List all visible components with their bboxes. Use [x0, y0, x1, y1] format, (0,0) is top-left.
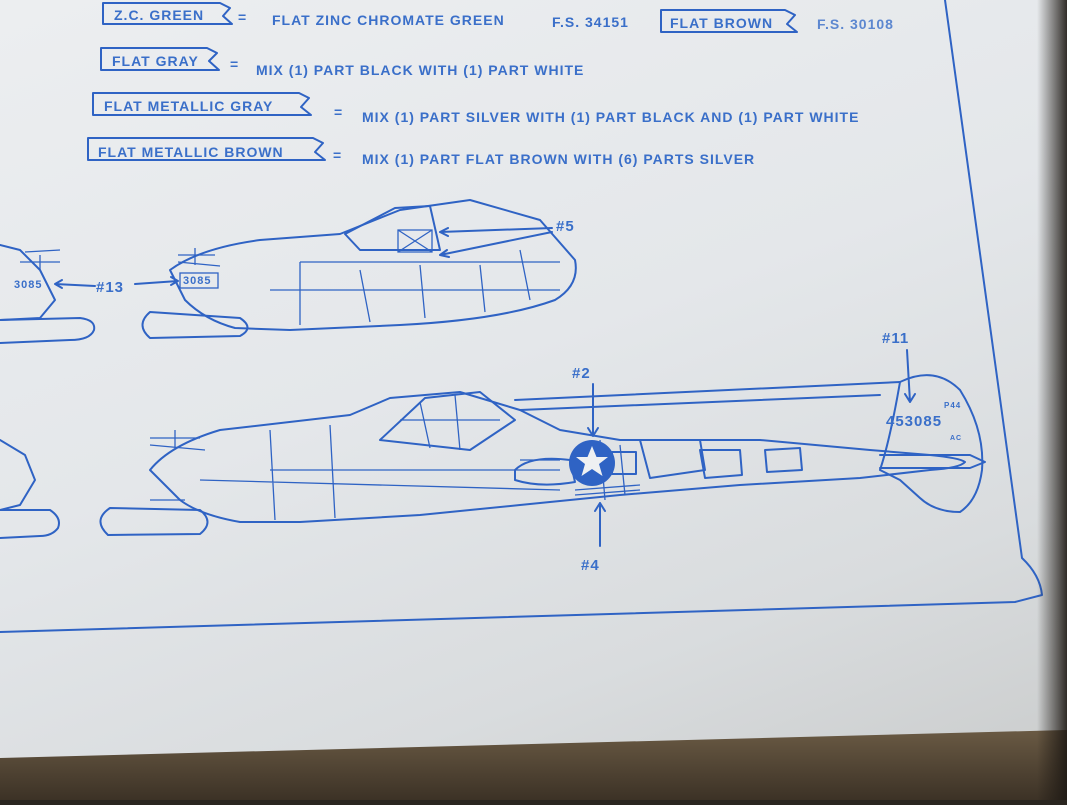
tail-ac: AC — [950, 435, 962, 442]
tail-type: P44 — [944, 401, 961, 410]
upper-aircraft-nose-view: 3085 3085 — [0, 199, 577, 344]
callout-4: #4 — [581, 502, 606, 574]
equals-sign: = — [333, 147, 342, 163]
flap-lines — [574, 484, 641, 496]
air-intake — [514, 457, 576, 486]
main-fuselage — [149, 391, 966, 523]
color-description: MIX (1) PART SILVER WITH (1) PART BLACK … — [362, 109, 859, 125]
insignia-bar — [611, 451, 637, 475]
callout-2: #2 — [572, 365, 599, 437]
right-drop-tank — [99, 507, 209, 536]
left-drop-tank — [0, 509, 60, 539]
fs-number: F.S. 30108 — [817, 16, 894, 32]
nose-serial-left: 3085 — [14, 279, 42, 291]
tail-elevator — [879, 454, 986, 469]
nose-prop — [177, 248, 221, 267]
callout-label: #2 — [572, 365, 591, 382]
wing-leading-edge — [514, 381, 901, 401]
nose-serial-right: 3085 — [183, 275, 211, 287]
color-tag-box — [100, 47, 220, 71]
callout-5: #5 — [439, 218, 575, 258]
rear-window — [639, 439, 706, 479]
color-description: FLAT ZINC CHROMATE GREEN — [272, 12, 505, 28]
rear-window-2 — [699, 449, 743, 479]
callout-4-arrow — [594, 502, 606, 547]
legend-flat-gray: FLAT GRAY = MIX (1) PART BLACK WITH (1) … — [100, 47, 584, 78]
tail-serial: 453085 — [886, 413, 942, 430]
tail-fin — [879, 374, 984, 513]
callout-13-arrow-right — [134, 276, 179, 286]
color-tag-box — [660, 9, 798, 33]
panel-lines — [270, 249, 560, 325]
callout-label: #5 — [556, 218, 575, 235]
right-drop-tank — [141, 311, 249, 339]
callout-label: #11 — [882, 330, 909, 347]
color-tag-label: FLAT GRAY — [112, 53, 199, 69]
left-drop-tank — [0, 317, 96, 344]
star-icon — [576, 446, 608, 476]
callout-2-arrow — [587, 383, 599, 437]
legend-zc-green: Z.C. GREEN = FLAT ZINC CHROMATE GREEN F.… — [102, 2, 629, 30]
wing-line-2 — [519, 394, 881, 411]
nose-serial-box — [179, 272, 219, 289]
sheet-border — [0, 0, 1043, 633]
legend-flat-metallic-gray: FLAT METALLIC GRAY = MIX (1) PART SILVER… — [92, 92, 859, 125]
legend-flat-brown: FLAT BROWN F.S. 30108 — [660, 9, 894, 33]
propeller — [149, 430, 206, 501]
color-tag-box — [87, 137, 326, 161]
callout-label: #13 — [96, 279, 124, 296]
color-tag-label: FLAT METALLIC BROWN — [98, 144, 284, 160]
panel-lines — [199, 424, 626, 521]
cockpit-canopy — [344, 205, 441, 251]
canopy-x-frame — [397, 229, 433, 253]
left-prop — [20, 249, 61, 270]
callout-13-arrow-left — [54, 279, 96, 289]
color-description: MIX (1) PART BLACK WITH (1) PART WHITE — [256, 62, 584, 78]
color-tag-box — [92, 92, 312, 116]
color-description: MIX (1) PART FLAT BROWN WITH (6) PARTS S… — [362, 151, 755, 167]
color-tag-label: Z.C. GREEN — [114, 7, 204, 23]
canopy-frames — [400, 394, 500, 451]
cockpit-canopy — [379, 391, 516, 451]
color-tag-box — [102, 2, 233, 25]
callout-label: #4 — [581, 557, 600, 574]
callout-11-arrow — [904, 349, 916, 403]
color-tag-label: FLAT METALLIC GRAY — [104, 98, 273, 114]
equals-sign: = — [238, 9, 247, 25]
fs-number: F.S. 34151 — [552, 14, 629, 30]
legend-flat-metallic-brown: FLAT METALLIC BROWN = MIX (1) PART FLAT … — [87, 137, 755, 167]
small-window — [764, 447, 803, 473]
equals-sign: = — [334, 104, 343, 120]
callout-5-arrow-upper — [439, 227, 553, 237]
color-tag-label: FLAT BROWN — [670, 15, 773, 31]
callout-13: #13 — [54, 276, 179, 296]
callout-11: #11 — [882, 330, 916, 403]
lower-aircraft-side-view: 453085 P44 AC — [0, 374, 986, 539]
edge-shadow — [1037, 0, 1067, 800]
left-partial-fuselage — [0, 439, 36, 511]
callout-5-arrow-lower — [439, 231, 553, 258]
equals-sign: = — [230, 56, 239, 72]
nose-fuselage — [169, 199, 577, 331]
